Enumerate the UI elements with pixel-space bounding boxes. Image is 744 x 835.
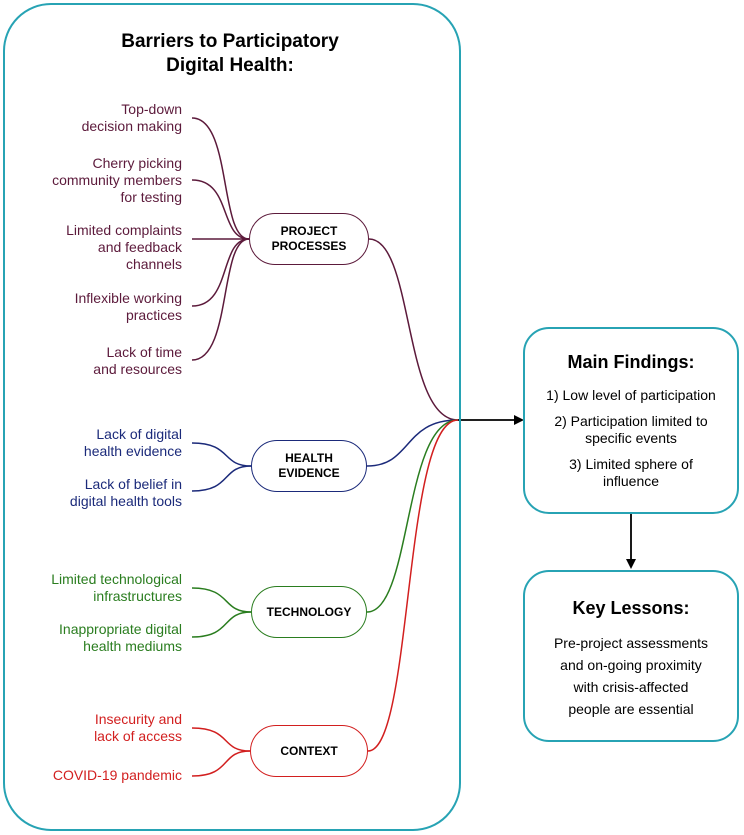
category-health-evidence-label: HEALTH EVIDENCE (278, 451, 340, 480)
connector-context-to-hub (367, 419, 459, 752)
category-technology: TECHNOLOGY (251, 586, 367, 638)
barriers-panel (3, 3, 461, 831)
connector-project-3 (191, 238, 250, 307)
barrier-inappropriate-mediums: Inappropriate digital health mediums (59, 621, 182, 654)
key-lessons-text: Pre-project assessments and on-going pro… (553, 635, 709, 717)
barrier-limited-infrastructure: Limited technological infrastructures (51, 571, 182, 604)
connector-project-1 (191, 179, 250, 240)
barrier-lack-of-belief: Lack of belief in digital health tools (69, 476, 182, 509)
category-project-processes: PROJECT PROCESSES (249, 213, 369, 265)
barriers-title: Barriers to Participatory Digital Health… (60, 30, 400, 78)
connector-technology-0 (191, 587, 252, 613)
barriers-title-text: Barriers to Participatory Digital Health… (121, 31, 339, 76)
category-context: CONTEXT (250, 725, 368, 777)
finding-2: 2) Participation limited to specific eve… (554, 413, 708, 446)
barrier-limited-complaints: Limited complaints and feedback channels (66, 222, 182, 272)
category-context-label: CONTEXT (280, 743, 338, 758)
connector-context-1 (191, 750, 251, 777)
connector-context-0 (191, 727, 251, 752)
finding-3: 3) Limited sphere of influence (569, 456, 693, 489)
barrier-inflexible-practices: Inflexible working practices (74, 290, 182, 323)
key-lessons-box (523, 570, 739, 742)
barrier-cherry-picking: Cherry picking community members for tes… (52, 155, 182, 205)
connector-health-0 (191, 442, 252, 467)
connector-technology-1 (191, 611, 252, 638)
key-lessons-title: Key Lessons: (572, 598, 690, 618)
connector-technology-to-hub (366, 419, 459, 613)
category-technology-label: TECHNOLOGY (266, 604, 352, 619)
connector-health-1 (191, 465, 252, 492)
connector-project-to-hub (368, 238, 459, 421)
barrier-top-down: Top-down decision making (81, 101, 182, 134)
connector-health-to-hub (366, 419, 459, 467)
main-findings-box (523, 327, 739, 514)
connector-project-4 (191, 238, 250, 361)
finding-1: 1) Low level of participation (546, 387, 716, 403)
category-project-processes-label: PROJECT PROCESSES (271, 224, 347, 253)
main-findings-title: Main Findings: (567, 352, 695, 372)
category-health-evidence: HEALTH EVIDENCE (251, 440, 367, 492)
barrier-covid: COVID-19 pandemic (52, 767, 182, 783)
barrier-lack-of-evidence: Lack of digital health evidence (83, 426, 182, 459)
connector-project-0 (191, 117, 250, 240)
barrier-insecurity: Insecurity and lack of access (94, 711, 182, 744)
barrier-lack-of-time: Lack of time and resources (93, 344, 182, 377)
